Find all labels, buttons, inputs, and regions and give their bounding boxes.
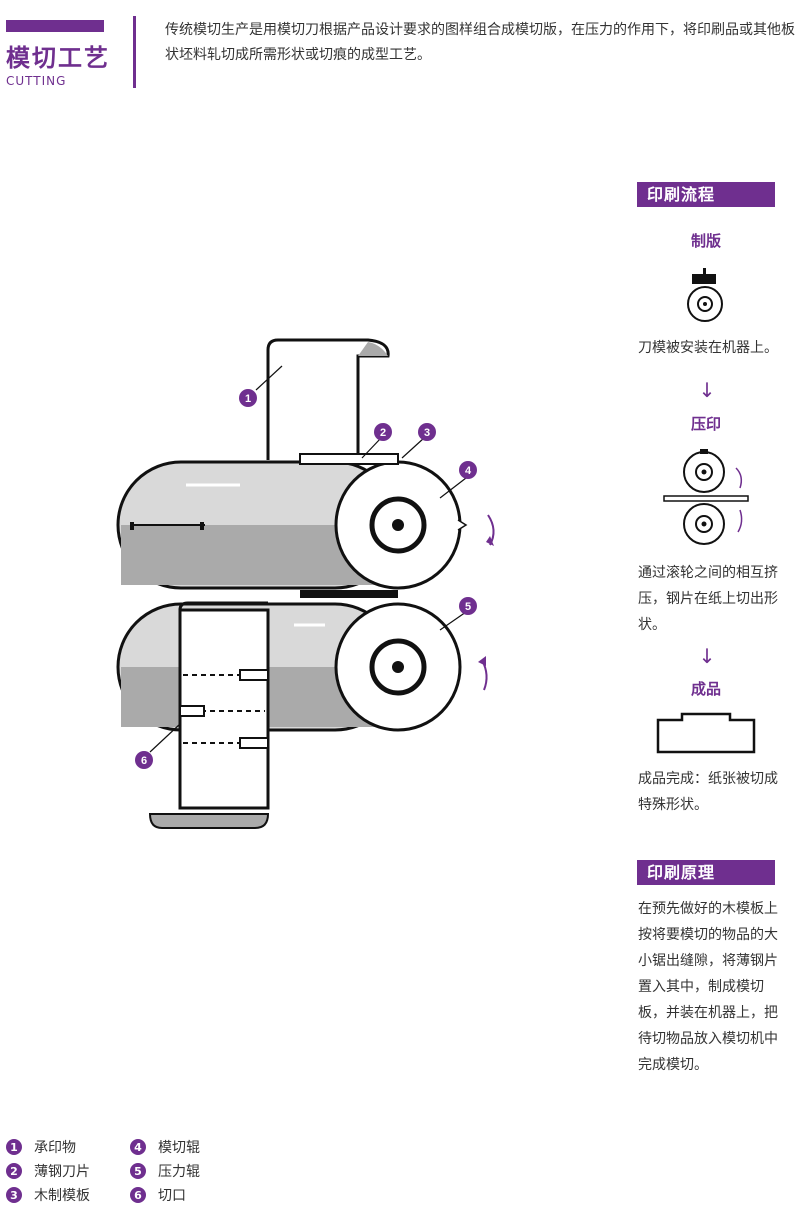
- step-plate-title: 制版: [690, 232, 721, 250]
- callout-1: 1: [239, 389, 257, 407]
- step-product-desc: 成品完成：纸张被切成特殊形状。: [638, 771, 778, 813]
- header-accent-bar: [6, 20, 104, 32]
- callout-6: 6: [135, 751, 153, 769]
- principle-heading: 印刷原理: [637, 860, 775, 885]
- process-heading: 印刷流程: [637, 182, 775, 207]
- page-title: 模切工艺: [6, 44, 110, 72]
- step-plate-desc: 刀模被安装在机器上。: [638, 340, 778, 356]
- page-subtitle: CUTTING: [6, 74, 67, 88]
- arrow-down-icon-2: ↓: [698, 644, 716, 668]
- step-press-title: 压印: [690, 415, 721, 433]
- die-cutting-roller: [116, 460, 495, 590]
- callout-3: 3: [418, 423, 436, 441]
- svg-text:3: 3: [424, 427, 430, 439]
- press-icon: [663, 449, 749, 545]
- svg-text:1: 1: [245, 393, 251, 405]
- svg-text:5: 5: [465, 601, 471, 613]
- cutting-machine-diagram: 1 2 3 4 5 6: [116, 338, 495, 829]
- header-divider: [133, 16, 136, 88]
- svg-text:4: 4: [465, 465, 472, 477]
- arrow-down-icon: ↓: [698, 378, 716, 402]
- svg-text:2: 2: [380, 427, 386, 439]
- callout-4: 4: [459, 461, 477, 479]
- callout-2: 2: [374, 423, 392, 441]
- leader-lines: [149, 365, 467, 753]
- step-product-title: 成品: [690, 680, 721, 698]
- cut-paper-strip: [148, 601, 270, 829]
- svg-text:6: 6: [141, 755, 147, 767]
- plate-icon: [687, 268, 723, 322]
- product-shape-icon: [656, 712, 756, 754]
- principle-text: 在预先做好的木模板上按将要模切的物品的大小锯出缝隙，将薄钢片置入其中，制成模切板…: [638, 901, 778, 1073]
- intro-text: 传统模切生产是用模切刀根据产品设计要求的图样组合成模切版，在压力的作用下，将印刷…: [165, 22, 795, 63]
- substrate-paper: [266, 338, 399, 598]
- step-press-desc: 通过滚轮之间的相互挤压，钢片在纸上切出形状。: [638, 565, 778, 633]
- callout-5: 5: [459, 597, 477, 615]
- pressure-roller: [116, 602, 488, 732]
